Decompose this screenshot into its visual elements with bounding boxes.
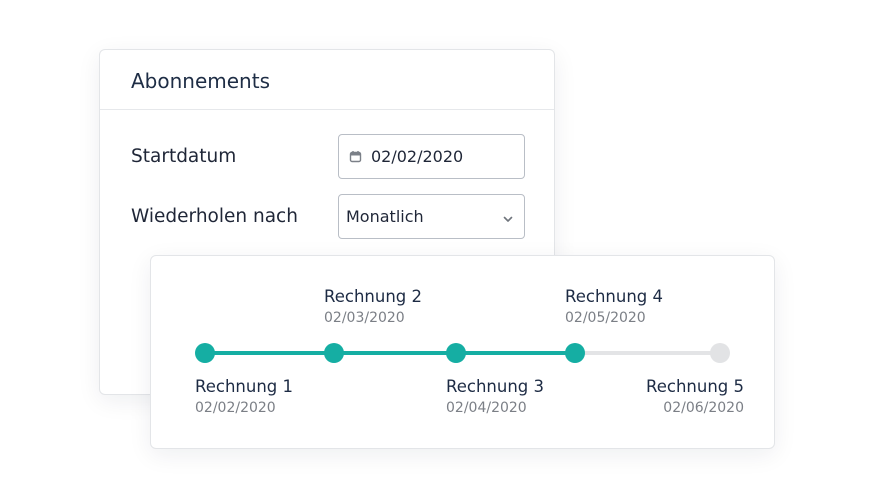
invoice-label: Rechnung 1 [195, 377, 293, 396]
invoice-2: Rechnung 2 02/03/2020 [324, 287, 422, 326]
invoice-date: 02/04/2020 [446, 400, 527, 416]
timeline-dot-1 [195, 343, 215, 363]
invoice-timeline-card: Rechnung 1 02/02/2020 Rechnung 2 02/03/2… [150, 255, 775, 449]
invoice-date: 02/02/2020 [195, 400, 276, 416]
repeat-label: Wiederholen nach [131, 206, 298, 227]
timeline-progress-track [205, 351, 575, 355]
timeline-dot-4 [565, 343, 585, 363]
start-date-value: 02/02/2020 [371, 147, 464, 166]
start-date-input[interactable]: 02/02/2020 [338, 134, 525, 179]
invoice-date: 02/05/2020 [565, 310, 646, 326]
invoice-1: Rechnung 1 02/02/2020 [195, 377, 293, 416]
invoice-label: Rechnung 2 [324, 287, 422, 306]
invoice-label: Rechnung 3 [446, 377, 544, 396]
repeat-select[interactable]: Monatlich [338, 194, 525, 239]
invoice-date: 02/03/2020 [324, 310, 405, 326]
start-date-label: Startdatum [131, 146, 237, 167]
invoice-3: Rechnung 3 02/04/2020 [446, 377, 544, 416]
timeline-pending-track [575, 351, 721, 355]
calendar-icon [349, 150, 362, 163]
timeline-dot-3 [446, 343, 466, 363]
timeline-dot-2 [324, 343, 344, 363]
invoice-5: Rechnung 5 02/06/2020 [646, 377, 744, 416]
repeat-value: Monatlich [346, 207, 424, 226]
invoice-4: Rechnung 4 02/05/2020 [565, 287, 663, 326]
subscription-title: Abonnements [100, 50, 554, 110]
invoice-date: 02/06/2020 [663, 400, 744, 416]
invoice-label: Rechnung 5 [646, 377, 744, 396]
invoice-label: Rechnung 4 [565, 287, 663, 306]
chevron-down-icon [502, 210, 514, 222]
timeline-dot-5 [710, 343, 730, 363]
